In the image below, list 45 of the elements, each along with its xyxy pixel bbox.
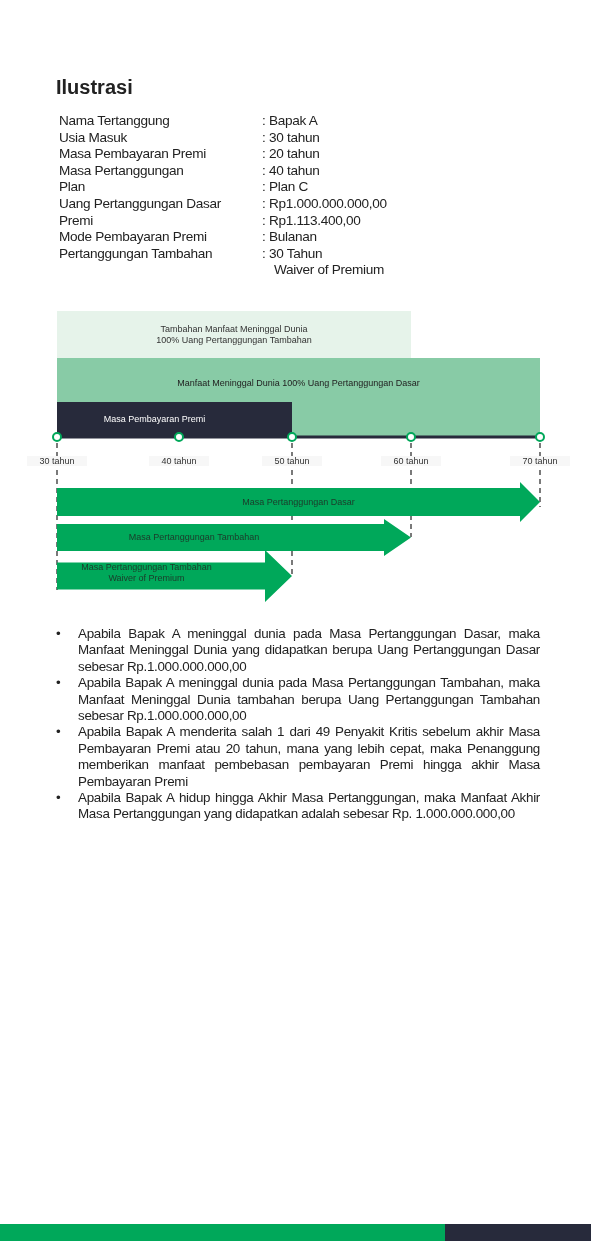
- benefit-band: [57, 358, 540, 437]
- field-value: : 30 Tahun: [262, 245, 323, 261]
- field-label: Masa Pembayaran Premi: [59, 146, 207, 162]
- field-value: : Plan C: [262, 179, 308, 195]
- field-label: Usia Masuk: [59, 129, 127, 145]
- axis-tick-label: 60 tahun: [381, 456, 441, 466]
- period-label: Masa Pertanggungan Dasar: [242, 496, 355, 508]
- axis-tick-label: 50 tahun: [262, 456, 322, 466]
- bullet-marker: •: [56, 790, 61, 807]
- field-value: : 20 tahun: [262, 146, 320, 162]
- field-label: Uang Pertanggungan Dasar: [59, 196, 222, 211]
- period-band: [57, 482, 540, 522]
- field-label: Masa Pertanggungan: [59, 162, 184, 178]
- band-label: Manfaat Meninggal Dunia 100% Uang Pertanggungan Dasar: [177, 378, 420, 389]
- field-value: : Rp1.113.400,00: [262, 212, 361, 228]
- bullet-text: Apabila Bapak A hidup hingga Akhir Masa Pertanggungan, maka Manfaat Akhir Masa Pertanggungan yang didapatkan adalah sebesar Rp. 1.000.000.000,00: [78, 790, 540, 823]
- field-label: Plan: [59, 179, 85, 195]
- benefit-band: [57, 311, 411, 358]
- field-value: Waiver of Premium: [274, 262, 384, 278]
- period-label: Masa Pertanggungan Tambahan Waiver of Premium: [80, 562, 213, 584]
- bullet-text: Apabila Bapak A menderita salah 1 dari 49 Penyakit Kritis sebelum akhir Masa Pembayaran Premi atau 20 tahun, mana yang lebih cepat, maka Penanggung memberikan manfaat pembebasan pembayaran Premi hingga akhir Masa Pembayaran Premi: [78, 724, 540, 791]
- field-value: : Rp1.000.000.000,00: [262, 196, 387, 211]
- period-band: [57, 519, 411, 556]
- bullet-marker: •: [56, 724, 61, 741]
- field-label: Nama Tertanggung: [59, 113, 170, 128]
- period-label: Masa Pertanggungan Tambahan: [128, 532, 260, 543]
- field-value: : 30 tahun: [262, 129, 320, 145]
- axis-tick-label: 40 tahun: [149, 456, 209, 466]
- field-label: Premi: [59, 212, 93, 228]
- field-value: : Bapak A: [262, 113, 318, 128]
- heading: Ilustrasi: [56, 76, 133, 99]
- field-value: : 40 tahun: [262, 162, 320, 178]
- band-label: Tambahan Manfaat Meninggal Dunia 100% Uang Pertanggungan Tambahan: [155, 323, 313, 346]
- benefit-band: [57, 402, 292, 437]
- field-label: Pertanggungan Tambahan: [59, 245, 213, 261]
- bullet-marker: •: [56, 626, 61, 643]
- axis-tick-label: 30 tahun: [27, 456, 87, 466]
- band-label: Masa Pembayaran Premi: [103, 414, 206, 425]
- bullet-text: Apabila Bapak A meninggal dunia pada Masa Pertanggungan Tambahan, maka Manfaat Meninggal Dunia tambahan berupa Uang Pertanggungan Tambahan sebesar Rp.1.000.000.000,00: [78, 675, 540, 725]
- field-label: Mode Pembayaran Premi: [59, 229, 207, 245]
- axis-tick-label: 70 tahun: [510, 456, 570, 466]
- period-band: [57, 550, 292, 602]
- field-value: : Bulanan: [262, 229, 317, 245]
- bullet-marker: •: [56, 675, 61, 692]
- bullet-text: Apabila Bapak A meninggal dunia pada Masa Pertanggungan Dasar, maka Manfaat Meninggal Dunia yang didapatkan berupa Uang Pertanggungan Dasar sebesar Rp.1.000.000.000,00: [78, 626, 540, 676]
